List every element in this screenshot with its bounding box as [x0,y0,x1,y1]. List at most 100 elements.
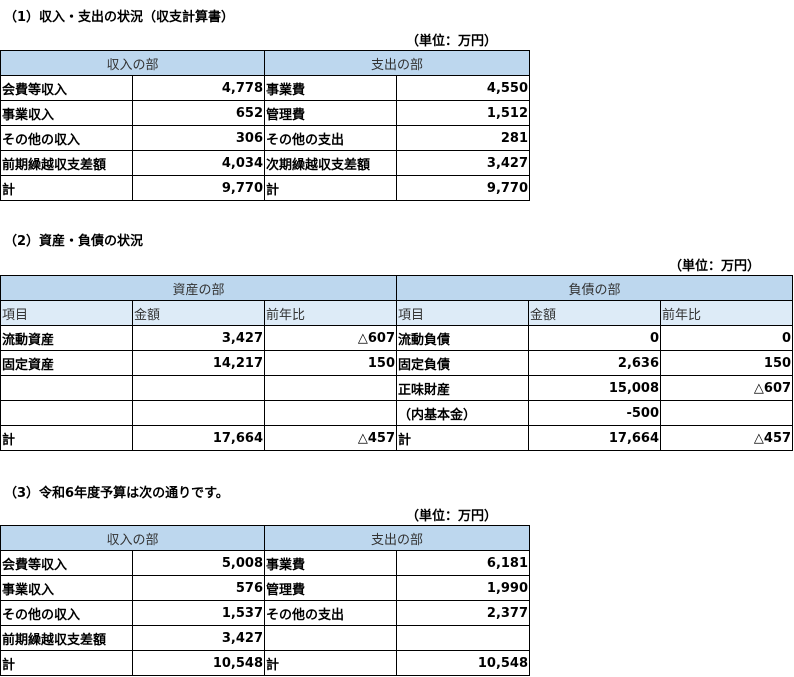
liability-label: 正味財産 [396,375,530,401]
table-row: 事業収入 652 管理費 1,512 [0,100,531,126]
liability-yoy: 150 [660,350,794,376]
table-row: 会費等収入 4,778 事業費 4,550 [0,75,531,101]
expense-value [396,625,531,651]
table-row: 固定資産 14,217 150 固定負債 2,636 150 [0,350,794,376]
section1-title: （1）収入・支出の状況（収支計算書） [4,10,235,25]
income-value: 5,008 [131,550,266,576]
income-label: 会費等収入 [0,75,133,101]
expense-value: 6,181 [396,550,531,576]
expense-label: 事業費 [264,550,398,576]
liability-amount: -500 [528,400,662,426]
col-amount: 金額 [528,300,662,326]
section3-title: （3）令和6年度予算は次の通りです。 [4,486,229,501]
liability-total-yoy: △457 [660,425,794,451]
income-label: 前期繰越収支差額 [0,150,133,176]
income-value: 3,427 [131,625,266,651]
table-row: （内基本金） -500 [0,400,794,426]
table-total-row: 計 9,770 計 9,770 [0,175,531,201]
liabilities-header: 負債の部 [396,275,794,301]
asset-label [0,400,133,426]
liability-label: （内基本金） [396,400,530,426]
expense-value: 281 [396,125,531,151]
assets-header: 資産の部 [0,275,398,301]
expense-label: 次期繰越収支差額 [264,150,398,176]
asset-total-label: 計 [0,425,133,451]
liability-yoy [660,400,794,426]
income-label: 前期繰越収支差額 [0,625,133,651]
income-label: 会費等収入 [0,550,133,576]
section2-unit-label: （単位：万円） [669,259,761,274]
income-total-label: 計 [0,650,133,676]
section1-unit-label: （単位：万円） [406,34,498,49]
asset-label: 流動資産 [0,325,133,351]
income-total-value: 9,770 [131,175,266,201]
table-row: 流動資産 3,427 △607 流動負債 0 0 [0,325,794,351]
income-header: 収入の部 [0,50,266,76]
expense-label: 管理費 [264,100,398,126]
income-value: 576 [131,575,266,601]
asset-amount: 14,217 [132,350,265,376]
income-label: 事業収入 [0,575,133,601]
expense-value: 4,550 [396,75,531,101]
asset-total-amount: 17,664 [132,425,265,451]
expense-value: 1,990 [396,575,531,601]
income-label: その他の収入 [0,600,133,626]
asset-yoy [263,400,398,426]
table-row: 事業収入 576 管理費 1,990 [0,575,531,601]
expense-header: 支出の部 [264,50,531,76]
expense-value: 2,377 [396,600,531,626]
expense-value: 3,427 [396,150,531,176]
asset-yoy [263,375,398,401]
col-item: 項目 [396,300,530,326]
income-label: その他の収入 [0,125,133,151]
table-header-row: 資産の部 負債の部 [0,275,794,301]
asset-label [0,375,133,401]
table-row: その他の収入 306 その他の支出 281 [0,125,531,151]
income-value: 4,034 [131,150,266,176]
table-row: 前期繰越収支差額 3,427 [0,625,531,651]
expense-value: 1,512 [396,100,531,126]
income-value: 652 [131,100,266,126]
col-yoy: 前年比 [660,300,794,326]
expense-header: 支出の部 [264,525,531,551]
section3-unit-label: （単位：万円） [406,509,498,524]
expense-total-value: 10,548 [396,650,531,676]
liability-label: 固定負債 [396,350,530,376]
asset-label: 固定資産 [0,350,133,376]
expense-label: その他の支出 [264,600,398,626]
table-header-row: 収入の部 支出の部 [0,50,531,76]
col-amount: 金額 [132,300,265,326]
col-yoy: 前年比 [263,300,398,326]
asset-amount [132,400,265,426]
table-row: 前期繰越収支差額 4,034 次期繰越収支差額 3,427 [0,150,531,176]
table-subheader-row: 項目 金額 前年比 項目 金額 前年比 [0,300,794,326]
table-row: 会費等収入 5,008 事業費 6,181 [0,550,531,576]
income-total-value: 10,548 [131,650,266,676]
asset-yoy: 150 [263,350,398,376]
liability-label: 流動負債 [396,325,530,351]
expense-label [264,625,398,651]
income-label: 事業収入 [0,100,133,126]
budget-table: 収入の部 支出の部 会費等収入 5,008 事業費 6,181 事業収入 576… [0,525,531,676]
table-total-row: 計 17,664 △457 計 17,664 △457 [0,425,794,451]
liability-amount: 0 [528,325,662,351]
expense-label: その他の支出 [264,125,398,151]
expense-label: 事業費 [264,75,398,101]
income-value: 1,537 [131,600,266,626]
liability-amount: 2,636 [528,350,662,376]
liability-yoy: △607 [660,375,794,401]
expense-total-label: 計 [264,175,398,201]
table-row: 正味財産 15,008 △607 [0,375,794,401]
table-total-row: 計 10,548 計 10,548 [0,650,531,676]
liability-total-label: 計 [396,425,530,451]
table-row: その他の収入 1,537 その他の支出 2,377 [0,600,531,626]
asset-amount [132,375,265,401]
income-value: 306 [131,125,266,151]
expense-total-label: 計 [264,650,398,676]
income-total-label: 計 [0,175,133,201]
liability-amount: 15,008 [528,375,662,401]
income-header: 収入の部 [0,525,266,551]
expense-label: 管理費 [264,575,398,601]
asset-total-yoy: △457 [263,425,398,451]
section2-title: （2）資産・負債の状況 [4,234,144,249]
